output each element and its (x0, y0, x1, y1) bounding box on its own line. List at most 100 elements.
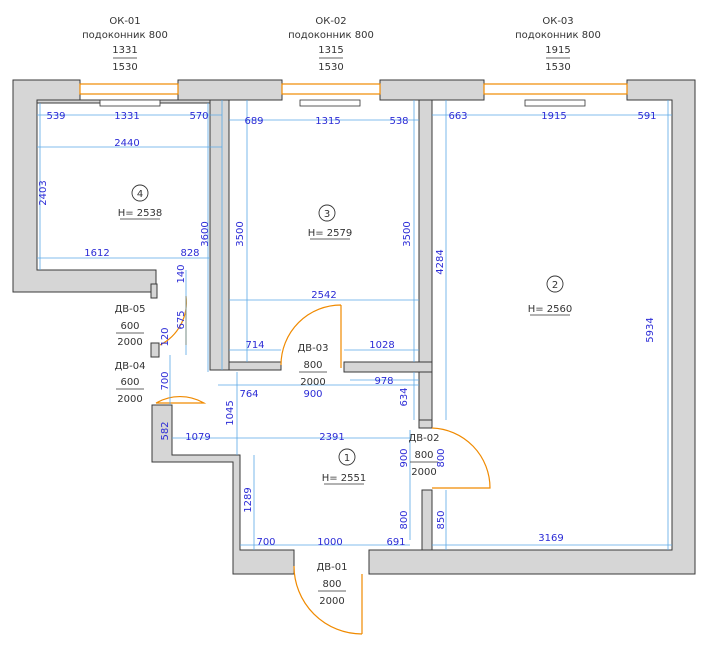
dim-120: 120 (160, 327, 171, 346)
door-d01-height: 2000 (319, 596, 344, 607)
dim-1915: 1915 (541, 111, 566, 122)
dim-800-b: 800 (399, 510, 410, 529)
dim-2391: 2391 (319, 432, 344, 443)
window-ok03 (483, 83, 628, 95)
dim-140: 140 (176, 264, 187, 283)
door-d01-width: 800 (322, 579, 341, 590)
window-ok02-height: 1530 (318, 62, 343, 73)
room-label-2: 2 Н= 2560 (528, 275, 573, 316)
dim-634: 634 (399, 387, 410, 406)
dimension-lines (37, 100, 672, 550)
dim-3600: 3600 (200, 221, 211, 246)
door-d03-name: ДВ-03 (297, 343, 328, 354)
room-3-height: Н= 2579 (308, 228, 353, 239)
wall-top-mid2 (379, 79, 485, 101)
dimension-texts: 539 1331 570 689 1315 538 663 1915 591 2… (46, 111, 656, 548)
room-label-1: 1 Н= 2551 (322, 448, 367, 485)
wall-left-lower (151, 404, 295, 575)
door-d02-height: 2000 (411, 467, 436, 478)
dim-1079: 1079 (185, 432, 210, 443)
room-1-height: Н= 2551 (322, 473, 367, 484)
door-label-d01: ДВ-01 800 2000 (316, 562, 347, 607)
room-label-4: 4 Н= 2538 (118, 184, 163, 220)
room-4-number: 4 (137, 189, 143, 200)
window-openings (79, 83, 628, 107)
window-label-ok02: ОК-02 подоконник 800 1315 1530 (288, 16, 374, 73)
door-swing-d02 (431, 427, 491, 489)
room-label-3: 3 Н= 2579 (308, 204, 353, 240)
door-d04-height: 2000 (117, 394, 142, 405)
window-ok01-width: 1331 (112, 45, 137, 56)
door-d05-height: 2000 (117, 337, 142, 348)
dim-714: 714 (245, 340, 264, 351)
dim-675: 675 (176, 310, 187, 329)
wall-stub-d02 (418, 419, 433, 429)
window-ok01-sill: подоконник 800 (82, 30, 168, 41)
wall-room3-bottom-right (343, 361, 433, 373)
door-label-d03: ДВ-03 800 2000 (297, 343, 328, 388)
door-d04-name: ДВ-04 (114, 361, 145, 372)
window-ok03-sill: подоконник 800 (515, 30, 601, 41)
window-ok03-width: 1915 (545, 45, 570, 56)
door-label-d02: ДВ-02 800 2000 (408, 433, 439, 478)
room-3-number: 3 (324, 209, 330, 220)
window-ok03-height: 1530 (545, 62, 570, 73)
dimension-texts-vertical: 2403 3600 3500 3500 4284 5934 140 675 12… (38, 180, 656, 529)
dim-1000: 1000 (317, 537, 342, 548)
radiator-1 (99, 99, 161, 107)
door-swing-d01 (293, 565, 363, 635)
room-1-number: 1 (344, 453, 350, 464)
dim-850: 850 (436, 510, 447, 529)
door-d05-width: 600 (120, 321, 139, 332)
door-swing-d04 (155, 396, 207, 404)
dim-828: 828 (180, 248, 199, 259)
dim-2440: 2440 (114, 138, 139, 149)
dim-2542: 2542 (311, 290, 336, 301)
window-ok02 (281, 83, 381, 95)
dim-900-a: 900 (303, 389, 322, 400)
window-ok01-name: ОК-01 (109, 16, 140, 27)
dim-570: 570 (189, 111, 208, 122)
dim-539: 539 (46, 111, 65, 122)
door-d04-width: 600 (120, 377, 139, 388)
dim-5934: 5934 (645, 317, 656, 342)
dim-800-a: 800 (436, 448, 447, 467)
room-2-height: Н= 2560 (528, 304, 573, 315)
wall-stub-d04 (150, 342, 160, 358)
dim-3169: 3169 (538, 533, 563, 544)
dim-3500-right: 3500 (402, 221, 413, 246)
dim-900-b: 900 (399, 448, 410, 467)
dim-1045: 1045 (225, 400, 236, 425)
dim-700-a: 700 (160, 371, 171, 390)
door-d02-width: 800 (414, 450, 433, 461)
room-4-height: Н= 2538 (118, 208, 163, 219)
dim-1612: 1612 (84, 248, 109, 259)
wall-stub-d05 (150, 283, 158, 299)
dim-1289: 1289 (243, 487, 254, 512)
wall-partition-4-3 (209, 99, 230, 371)
window-ok02-sill: подоконник 800 (288, 30, 374, 41)
dim-700-b: 700 (256, 537, 275, 548)
door-swing-d03 (280, 304, 342, 368)
wall-room3-bottom-left (210, 361, 282, 371)
door-d05-name: ДВ-05 (114, 304, 145, 315)
radiator-3 (524, 99, 586, 107)
dim-1331: 1331 (114, 111, 139, 122)
door-d02-name: ДВ-02 (408, 433, 439, 444)
dim-978: 978 (374, 376, 393, 387)
window-label-ok01: ОК-01 подоконник 800 1331 1530 (82, 16, 168, 73)
window-label-ok03: ОК-03 подоконник 800 1915 1530 (515, 16, 601, 73)
door-label-d04: ДВ-04 600 2000 (114, 361, 145, 405)
wall-top-right (368, 79, 696, 575)
dim-4284: 4284 (435, 249, 446, 274)
door-d01-name: ДВ-01 (316, 562, 347, 573)
wall-top-mid1 (177, 79, 283, 101)
dim-764: 764 (239, 389, 258, 400)
dim-663: 663 (448, 111, 467, 122)
dim-1028: 1028 (369, 340, 394, 351)
window-ok02-name: ОК-02 (315, 16, 346, 27)
dim-691: 691 (386, 537, 405, 548)
room-2-number: 2 (552, 280, 558, 291)
dim-1315: 1315 (315, 116, 340, 127)
